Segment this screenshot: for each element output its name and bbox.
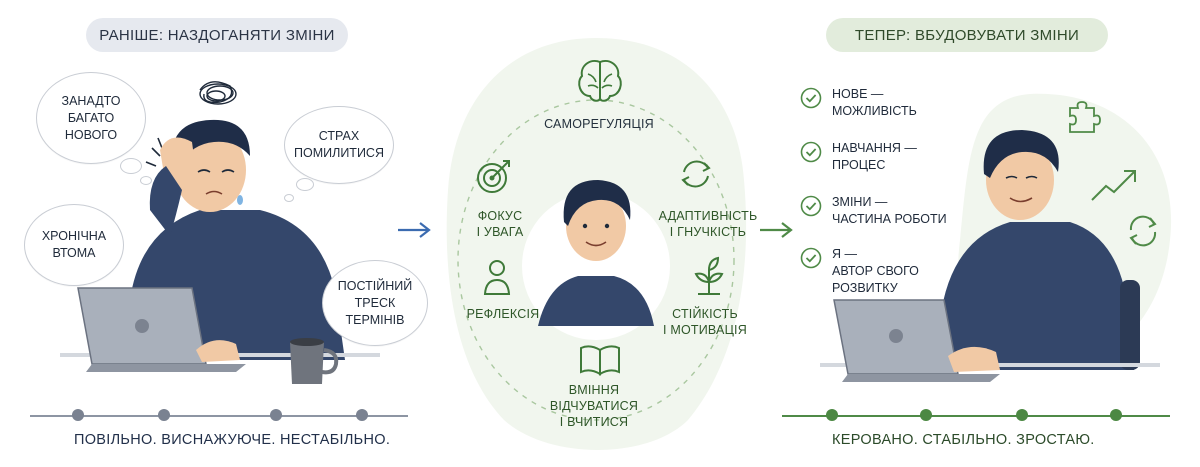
- brain-icon: [578, 60, 622, 102]
- check-item-learning-process: НАВЧАННЯ —ПРОЦЕС: [800, 140, 917, 174]
- timeline-dot: [270, 409, 282, 421]
- timeline-dot: [826, 409, 838, 421]
- center-skills-panel: [446, 38, 747, 450]
- after-timeline: [782, 415, 1170, 417]
- confident-person-illustration: [820, 93, 1172, 382]
- scribble-icon: [199, 81, 237, 105]
- before-timeline: [30, 415, 408, 417]
- skill-reflection: РЕФЛЕКСІЯ: [466, 307, 540, 321]
- refresh-icon: [1129, 215, 1157, 247]
- skill-resilience: СТІЙКІСТЬ І МОТИВАЦІЯ: [663, 307, 747, 337]
- check-item-change-part-of-work: ЗМІНИ —ЧАСТИНА РОБОТИ: [800, 194, 947, 228]
- puzzle-icon: [1069, 101, 1101, 133]
- timeline-dot: [158, 409, 170, 421]
- timeline-dot: [1110, 409, 1122, 421]
- book-icon: [580, 345, 620, 376]
- skill-focus: ФОКУС І УВАГА: [476, 209, 524, 239]
- thought-bubble-deadline-pressure: ПОСТІЙНИЙ ТРЕСК ТЕРМІНІВ: [322, 260, 428, 346]
- after-header: ТЕПЕР: ВБУДОВУВАТИ ЗМІНИ: [826, 18, 1108, 52]
- arrow-right-icon: [760, 222, 793, 238]
- before-header: РАНІШЕ: НАЗДОГАНЯТИ ЗМІНИ: [86, 18, 348, 52]
- thought-bubble-fear-of-mistakes: СТРАХ ПОМИЛИТИСЯ: [284, 106, 394, 184]
- stress-lines-icon: [145, 137, 163, 167]
- timeline-dot: [920, 409, 932, 421]
- stressed-person-illustration: [60, 81, 380, 384]
- thought-bubble-too-much-new: ЗАНАДТО БАГАТО НОВОГО: [36, 72, 146, 164]
- after-footer: КЕРОВАНО. СТАБІЛЬНО. ЗРОСТАЮ.: [832, 432, 1095, 448]
- trend-up-icon: [1091, 170, 1136, 201]
- check-circle-icon: [800, 195, 822, 217]
- person-icon: [483, 260, 511, 295]
- skill-self-regulation: САМОРЕГУЛЯЦІЯ: [544, 117, 654, 131]
- before-footer: ПОВІЛЬНО. ВИСНАЖУЮЧЕ. НЕСТАБІЛЬНО.: [74, 432, 391, 448]
- timeline-dot: [1016, 409, 1028, 421]
- sprout-icon: [694, 256, 724, 295]
- target-icon: [477, 160, 510, 193]
- check-item-new-opportunity: НОВЕ —МОЖЛИВІСТЬ: [800, 86, 917, 120]
- skill-learning: ВМІННЯ ВІДЧУВАТИСЯ І ВЧИТИСЯ: [549, 383, 639, 429]
- arrow-right-icon: [398, 222, 431, 238]
- mug-icon: [290, 338, 339, 384]
- timeline-dot: [356, 409, 368, 421]
- check-circle-icon: [800, 141, 822, 163]
- timeline-dot: [72, 409, 84, 421]
- thought-bubble-chronic-fatigue: ХРОНІЧНА ВТОМА: [24, 204, 124, 286]
- skill-adaptability: АДАПТИВНІСТЬ І ГНУЧКІСТЬ: [658, 209, 758, 239]
- check-circle-icon: [800, 87, 822, 109]
- check-circle-icon: [800, 247, 822, 269]
- cycle-arrows-icon: [681, 160, 711, 188]
